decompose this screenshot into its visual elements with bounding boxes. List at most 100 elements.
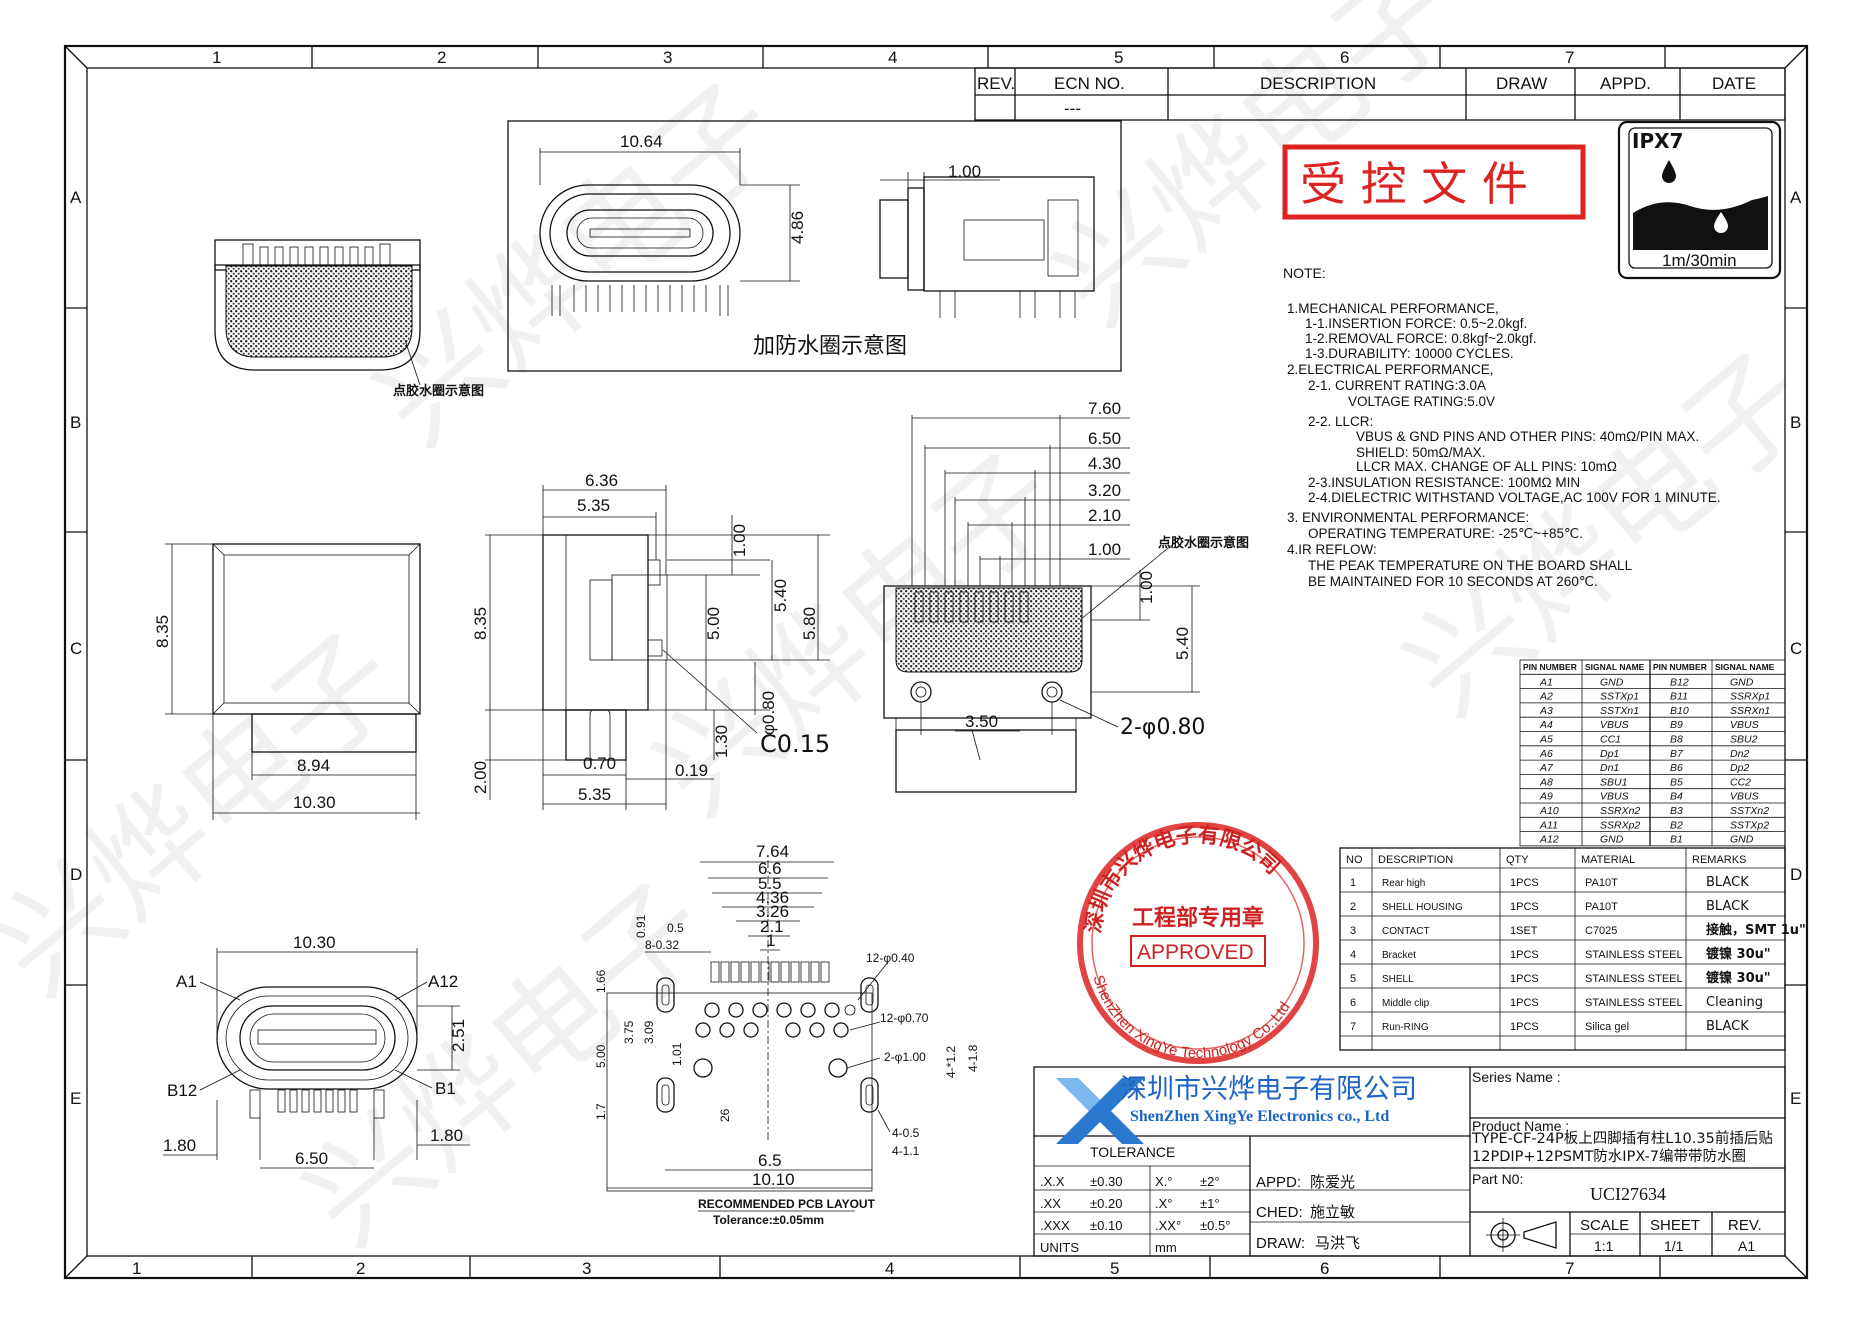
dim-mating-width: 10.30 xyxy=(293,933,336,952)
rear-view: 7.60 6.50 4.30 3.20 2.10 1.00 点胶水圈示意图 1.… xyxy=(883,399,1249,793)
note-line: VBUS & GND PINS AND OTHER PINS: 40mΩ/PIN… xyxy=(1356,429,1699,444)
product-label: Product Name : xyxy=(1472,1118,1569,1134)
dim-pcb-p1: 0.5 xyxy=(667,921,684,935)
dim-side-v2: 5.40 xyxy=(771,579,790,612)
dim-pcb-h3: 2-φ1.00 xyxy=(884,1050,926,1064)
zone-col-label: 3 xyxy=(582,1259,591,1278)
dim-seal-side: 1.00 xyxy=(948,162,981,181)
tol-key: X.° xyxy=(1155,1174,1172,1189)
pin-table-cell: A4 xyxy=(1539,719,1553,731)
pin-table-cell: A8 xyxy=(1539,776,1553,788)
bom-cell: 6 xyxy=(1350,997,1356,1009)
note-line: 2-3.INSULATION RESISTANCE: 100MΩ MIN xyxy=(1308,475,1580,490)
note-line: 1-1.INSERTION FORCE: 0.5~2.0kgf. xyxy=(1305,316,1527,331)
dim-side-v4: 5.80 xyxy=(800,607,819,640)
pcb-layout-view: 7.64 6.6 5.5 4.36 3.26 2.1 1 0.5 8-0.32 … xyxy=(594,842,980,1227)
bom-cell: PA10T xyxy=(1585,877,1618,889)
tol-key: .XX° xyxy=(1155,1218,1181,1233)
pin-table-cell: B4 xyxy=(1670,791,1683,803)
dim-side-w2: 5.35 xyxy=(577,496,610,515)
draw-header: DRAW xyxy=(1496,74,1547,93)
dim-side-chamfer: C0.15 xyxy=(760,730,830,758)
bom-cell: CONTACT xyxy=(1382,926,1430,937)
units-label: UNITS xyxy=(1040,1240,1079,1255)
notes-block: NOTE: 1.MECHANICAL PERFORMANCE, 1-1.INSE… xyxy=(1283,265,1721,589)
bom-cell: 接触，SMT 1u" xyxy=(1706,922,1806,938)
pin-table-header: SIGNAL NAME xyxy=(1585,662,1645,672)
water-drop-icon xyxy=(1662,160,1676,183)
water-drop-icon xyxy=(1714,212,1728,233)
front-view: 8.35 8.94 10.30 xyxy=(153,543,421,820)
rev-header: REV. xyxy=(977,74,1015,93)
pin-table-cell: CC1 xyxy=(1600,734,1621,746)
note-line: 2.ELECTRICAL PERFORMANCE, xyxy=(1287,362,1494,377)
glue-ring-view: 点胶水圈示意图 xyxy=(214,239,484,399)
zone-col-label: 2 xyxy=(356,1259,365,1278)
bom-cell: 1 xyxy=(1350,877,1356,889)
dim-side-w1: 6.36 xyxy=(585,471,618,490)
part-no-value: UCI27634 xyxy=(1590,1184,1666,1204)
dim-side-v3: 5.00 xyxy=(704,607,723,640)
pin-table-cell: CC2 xyxy=(1730,776,1751,788)
bom-cell: Run-RING xyxy=(1382,1022,1429,1033)
pin-table-cell: B3 xyxy=(1670,805,1683,817)
ecn-value: --- xyxy=(1064,99,1081,118)
pin-table-cell: SSTXn2 xyxy=(1730,805,1769,817)
tolerance-label: TOLERANCE xyxy=(1090,1144,1175,1160)
pin-table-cell: B11 xyxy=(1670,691,1688,703)
note-line: 1.MECHANICAL PERFORMANCE, xyxy=(1287,301,1499,316)
dim-pcb-h2: 12-φ0.70 xyxy=(880,1011,929,1025)
label-a1: A1 xyxy=(176,972,197,991)
bom-cell: Cleaning xyxy=(1706,995,1763,1010)
bom-cell: 2 xyxy=(1350,901,1356,913)
zone-col-label: 7 xyxy=(1565,1259,1574,1278)
dim-front-w1: 8.94 xyxy=(297,756,330,775)
pin-table-cell: A10 xyxy=(1539,805,1559,817)
zone-col-label: 2 xyxy=(437,48,446,67)
ched-label: CHED: xyxy=(1256,1204,1303,1221)
pin-table-cell: GND xyxy=(1730,676,1754,688)
note-line: 2-2. LLCR: xyxy=(1308,414,1373,429)
dim-side-v5: φ0.80 xyxy=(759,691,778,735)
note-line: VOLTAGE RATING:5.0V xyxy=(1348,394,1495,409)
tol-val: ±0.30 xyxy=(1090,1174,1122,1189)
dim-side-height: 8.35 xyxy=(471,607,490,640)
zone-row-label: D xyxy=(1790,865,1802,884)
zone-row-label: C xyxy=(1790,639,1802,658)
pin-table-cell: A2 xyxy=(1539,691,1553,703)
bom-header: QTY xyxy=(1506,854,1529,866)
dim-side-b: 2.00 xyxy=(471,761,490,794)
seal-caption: 加防水圈示意图 xyxy=(753,334,907,359)
product-name-line2: 12PDIP+12PSMT防水IPX-7编带带防水圈 xyxy=(1472,1148,1746,1165)
pcb-layout-title: RECOMMENDED PCB LAYOUT xyxy=(698,1197,876,1211)
draw-value: 马洪飞 xyxy=(1315,1234,1360,1252)
bom-cell: BLACK xyxy=(1706,899,1749,914)
dim-front-w2: 10.30 xyxy=(293,793,336,812)
pin-table-cell: B10 xyxy=(1670,705,1689,717)
draw-label: DRAW: xyxy=(1256,1235,1305,1252)
note-line: THE PEAK TEMPERATURE ON THE BOARD SHALL xyxy=(1308,558,1633,573)
zone-row-label: B xyxy=(1790,413,1801,432)
tol-val: ±0.20 xyxy=(1090,1196,1122,1211)
note-line: BE MAINTAINED FOR 10 SECONDS AT 260℃. xyxy=(1308,574,1598,589)
zone-col-label: 7 xyxy=(1565,48,1574,67)
bom-cell: SHELL HOUSING xyxy=(1382,902,1463,913)
pin-table-cell: SSRXp1 xyxy=(1730,691,1770,703)
dim-pcb-p4: 1.66 xyxy=(594,969,608,993)
sheet-value: 1/1 xyxy=(1664,1238,1684,1254)
label-a12: A12 xyxy=(428,972,458,991)
bom-cell: 1PCS xyxy=(1510,997,1539,1009)
sheet-label: SHEET xyxy=(1650,1217,1700,1234)
notes-heading: NOTE: xyxy=(1283,265,1326,281)
pin-table-cell: B7 xyxy=(1670,748,1684,760)
pin-table-cell: SSTXp1 xyxy=(1600,691,1639,703)
glue-caption-top: 点胶水圈示意图 xyxy=(393,383,484,399)
bom-cell: BLACK xyxy=(1706,875,1749,890)
company-logo xyxy=(1056,1078,1144,1144)
dim-pcb-d2: 6.6 xyxy=(758,859,782,878)
bom-cell: Silica gel xyxy=(1585,1021,1629,1033)
bom-cell: 1PCS xyxy=(1510,949,1539,961)
ched-value: 施立敏 xyxy=(1310,1203,1355,1221)
tol-key: .XX xyxy=(1040,1196,1061,1211)
